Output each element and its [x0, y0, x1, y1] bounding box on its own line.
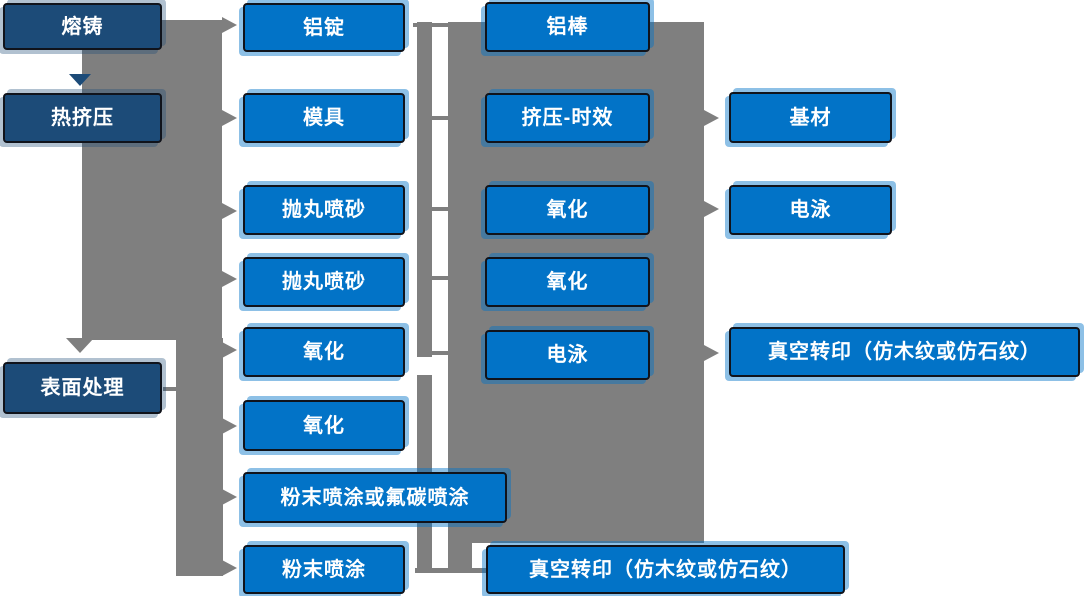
flow-node-base-material: 基材: [729, 92, 892, 143]
connector-line-tick-bottom-vacuum: [415, 568, 486, 573]
connector-line-tick-ingot-to-rod: [413, 23, 448, 27]
arrow-right-icon-to-mold: [222, 110, 237, 126]
connector-band-left-wide-band: [82, 20, 222, 340]
flow-node-oxidation-3: 氧化: [485, 185, 650, 235]
flow-node-surface-treatment: 表面处理: [3, 362, 162, 414]
arrow-down-icon-melting-to-hot-extrusion: [69, 74, 91, 86]
flow-node-oxidation-4: 氧化: [485, 257, 650, 307]
connector-band-big-gray-panel-foot: [448, 543, 472, 572]
flow-node-mold: 模具: [243, 93, 405, 143]
flow-node-oxidation-1: 氧化: [243, 327, 405, 377]
flow-node-melting: 熔铸: [3, 3, 162, 50]
arrow-right-icon-to-electrophoresis-2: [704, 201, 719, 217]
flow-node-vacuum-transfer-right: 真空转印（仿木纹或仿石纹）: [729, 327, 1080, 377]
arrow-right-icon-to-oxidation-1: [222, 342, 237, 358]
connector-line-tick-row-electro: [432, 351, 448, 355]
flow-node-shot-blasting-1: 抛丸喷砂: [243, 185, 405, 235]
connector-line-tick-row-extrusion: [432, 116, 448, 120]
flow-node-hot-extrusion: 热挤压: [3, 93, 162, 143]
flow-node-aluminum-ingot: 铝锭: [243, 3, 405, 52]
arrow-right-icon-to-shot-blasting-1: [222, 203, 237, 219]
arrow-right-icon-to-oxidation-2: [222, 418, 237, 434]
connector-line-tick-row-oxidation3: [432, 207, 448, 211]
arrow-right-icon-to-powder-or-fluorocarbon: [222, 489, 237, 505]
flow-node-powder-or-fluorocarbon: 粉末喷涂或氟碳喷涂: [243, 472, 507, 523]
flow-node-shot-blasting-2: 抛丸喷砂: [243, 257, 405, 307]
arrow-right-icon-to-aluminum-ingot: [222, 17, 237, 33]
flow-node-electrophoresis-2: 电泳: [729, 185, 892, 235]
connector-line-surface-treat-link: [163, 387, 176, 391]
arrow-right-icon-to-powder-coating: [222, 560, 237, 576]
connector-band-left-lower-band: [176, 338, 223, 576]
connector-line-tick-row-oxidation4: [432, 276, 448, 280]
arrow-down-icon-band-to-surface-treatment: [66, 338, 94, 353]
connector-band-mid-thin-band-upper: [417, 22, 432, 357]
flow-node-extrusion-aging: 挤压-时效: [485, 93, 650, 143]
flow-node-vacuum-transfer-bottom: 真空转印（仿木纹或仿石纹）: [486, 545, 845, 594]
arrow-right-icon-to-shot-blasting-2: [222, 271, 237, 287]
arrow-right-icon-to-base-material: [704, 110, 719, 126]
flow-node-oxidation-2: 氧化: [243, 400, 405, 451]
flow-node-aluminum-rod: 铝棒: [485, 2, 650, 52]
flow-node-electrophoresis-1: 电泳: [485, 330, 650, 380]
flow-node-powder-coating: 粉末喷涂: [243, 545, 405, 594]
arrow-right-icon-to-vacuum-transfer-right: [704, 345, 719, 361]
